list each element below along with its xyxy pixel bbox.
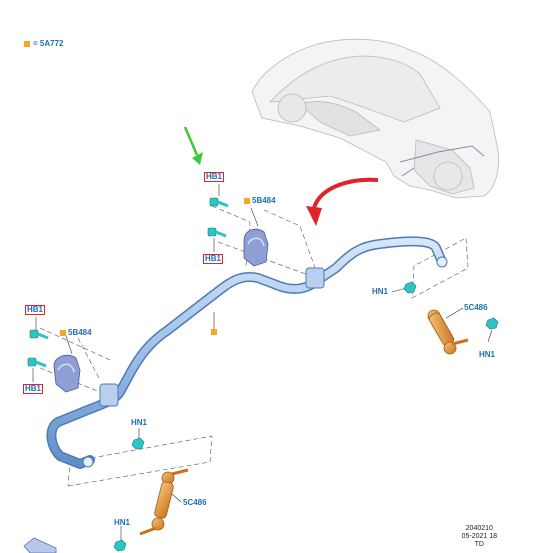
nut-hn1-bottom-b [113, 539, 127, 552]
callout-square-icon [244, 198, 250, 204]
label-hn1-right-a: HN1 [372, 287, 389, 296]
label-hb1-left-b: HB1 [23, 384, 44, 394]
label-hn1-bottom-a: HN1 [131, 418, 148, 427]
stamp-initials: TD [474, 541, 484, 548]
label-hn1-right-b: HN1 [479, 350, 496, 359]
label-hn1-bottom-b: HN1 [114, 518, 131, 527]
bolt-hb1-left-a [29, 329, 49, 340]
vehicle-outline [251, 38, 499, 199]
front-direction-arrow [23, 537, 57, 553]
legend-equals: = [33, 39, 38, 48]
bolt-hb1-left-b [27, 357, 47, 368]
bolt-hb1-top-a [209, 197, 229, 208]
link-right [427, 309, 469, 355]
nut-hn1-bottom-a [131, 437, 145, 450]
callout-square-icon [211, 329, 217, 335]
bolt-hb1-top-b [207, 227, 227, 238]
legend: = 5A772 [24, 39, 63, 48]
stabilizer-bar [46, 236, 448, 469]
stamp-date: 05-2021 18 [461, 533, 497, 540]
drawing-stamp: 2040210 05-2021 18 TD [462, 525, 497, 549]
green-pointer-arrow [183, 126, 203, 165]
callout-square-icon [60, 330, 66, 336]
nut-hn1-right-a [403, 281, 417, 294]
install-guides [39, 205, 469, 487]
nut-hn1-right-b [485, 317, 499, 330]
label-bracket-upper: 5B484 [252, 196, 276, 205]
label-hb1-top-b: HB1 [203, 254, 224, 264]
bracket-lower [53, 354, 81, 393]
leader-lines [32, 184, 493, 540]
location-arrow [306, 177, 379, 226]
bracket-upper [243, 228, 269, 267]
link-bottom [139, 468, 189, 536]
label-hb1-top-a: HB1 [204, 172, 225, 182]
callout-square-icon [24, 41, 30, 47]
stamp-number: 2040210 [465, 525, 493, 532]
label-link-right: 5C486 [464, 303, 488, 312]
label-link-bottom: 5C486 [183, 498, 207, 507]
label-bracket-lower: 5B484 [68, 328, 92, 337]
label-hb1-left-a: HB1 [25, 305, 46, 315]
legend-code: 5A772 [39, 39, 64, 48]
